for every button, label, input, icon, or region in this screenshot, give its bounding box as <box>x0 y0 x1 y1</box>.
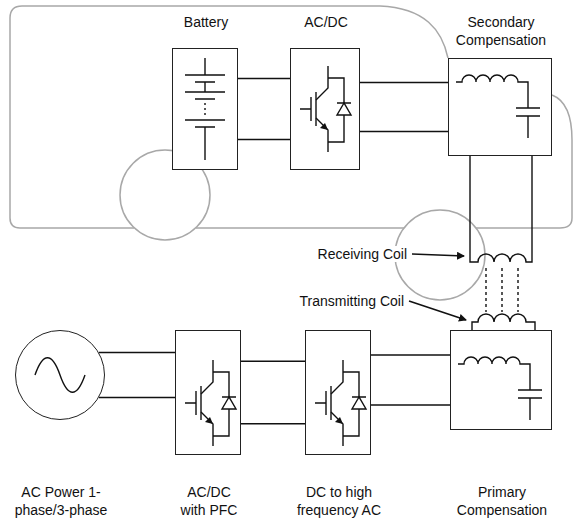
box-label: AC Power 1-phase/3-phase <box>1 483 121 519</box>
magnetic-coupling <box>486 268 518 312</box>
box-ground <box>448 58 552 156</box>
connector-line <box>99 397 175 399</box>
connector-line <box>371 354 450 356</box>
transmitting-coil <box>472 314 535 330</box>
leader-arrow <box>409 301 466 320</box>
power-connector <box>371 355 450 405</box>
box-label: AC/DC with PFC <box>175 483 243 519</box>
battery-box: Battery <box>172 48 238 170</box>
connector-line <box>238 78 290 80</box>
connector-line <box>241 361 305 363</box>
converter-box: AC/DC with PFC <box>175 330 241 455</box>
battery-dots <box>204 103 205 118</box>
car-outline <box>10 6 572 228</box>
power-connector <box>99 353 175 398</box>
connector-line <box>99 352 175 354</box>
part-label: Transmitting Coil <box>297 293 406 309</box>
connector-line <box>241 423 305 425</box>
power-connector <box>241 361 305 424</box>
box-label: Secondary Compensation <box>446 13 556 49</box>
box-label: DC to high frequency AC <box>289 483 389 519</box>
battery-cells <box>185 120 225 160</box>
compensation-symbol <box>456 75 540 138</box>
power-connector <box>360 83 448 132</box>
ac-sine <box>35 358 85 393</box>
inverter-box: DC to high frequency AC <box>305 330 371 455</box>
box-ground <box>290 48 360 170</box>
igbt-symbol <box>315 360 366 446</box>
connector-line <box>360 82 448 84</box>
box-label: AC/DC <box>281 13 371 31</box>
connector-line <box>371 404 450 406</box>
ac-source: AC Power 1-phase/3-phase <box>15 330 105 420</box>
leader-arrow <box>412 254 464 256</box>
compensation-symbol <box>458 357 542 420</box>
connector-line <box>238 139 290 141</box>
igbt-symbol <box>300 66 351 152</box>
box-label: Battery <box>161 13 251 31</box>
receiving-coil <box>470 156 532 262</box>
power-connector <box>238 79 290 140</box>
part-label: Receiving Coil <box>316 246 409 262</box>
box-ground <box>172 48 238 170</box>
connector-line <box>360 131 448 133</box>
box-label: Primary Compensation <box>447 483 557 519</box>
compensation-box: Secondary Compensation <box>448 58 552 156</box>
converter-box: AC/DC <box>290 48 360 170</box>
compensation-box: Primary Compensation <box>450 330 552 430</box>
igbt-symbol <box>185 360 236 446</box>
battery-cells <box>185 58 225 99</box>
